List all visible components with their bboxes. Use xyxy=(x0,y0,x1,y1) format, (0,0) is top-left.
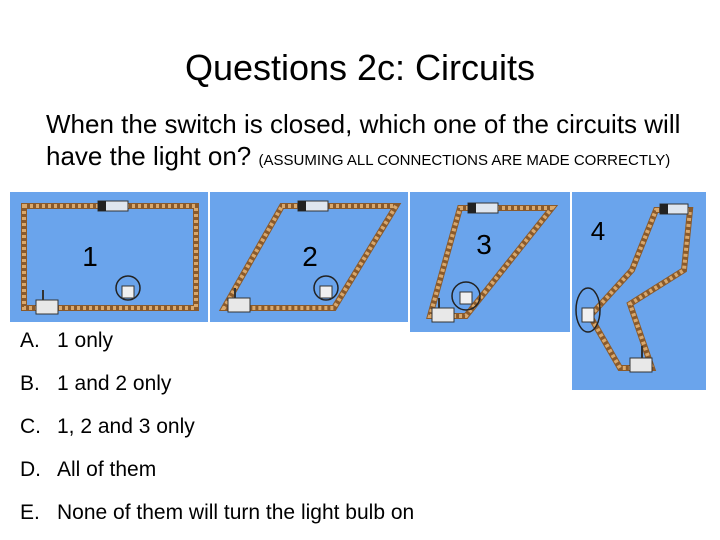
answer-a[interactable]: A. 1 only xyxy=(20,328,113,354)
answer-c[interactable]: C. 1, 2 and 3 only xyxy=(20,414,195,440)
circuit-1-label: 1 xyxy=(82,241,98,272)
question-note: (ASSUMING ALL CONNECTIONS ARE MADE CORRE… xyxy=(258,152,671,169)
answer-e-letter: E. xyxy=(20,501,40,524)
answer-c-text: 1, 2 and 3 only xyxy=(57,415,195,438)
answer-a-letter: A. xyxy=(20,329,40,352)
circuit-3-panel: 3 xyxy=(410,192,570,332)
circuit-4-panel: 4 xyxy=(572,192,706,390)
answer-e-text: None of them will turn the light bulb on xyxy=(57,501,415,524)
circuit-4-battery-icon xyxy=(629,346,653,373)
circuit-1-bulb-icon xyxy=(115,275,141,301)
circuit-2-panel: 2 xyxy=(210,192,408,322)
circuit-3-battery-icon xyxy=(431,298,455,323)
answer-d-letter: D. xyxy=(20,458,41,481)
circuit-1-diagram: 1 xyxy=(10,192,208,322)
circuit-2-label: 2 xyxy=(302,241,318,272)
circuit-4-bulb-icon xyxy=(575,287,601,333)
answer-c-letter: C. xyxy=(20,415,41,438)
answer-d-text: All of them xyxy=(57,458,157,481)
answer-b-text: 1 and 2 only xyxy=(57,372,172,395)
circuit-1-panel: 1 xyxy=(10,192,208,322)
answer-b[interactable]: B. 1 and 2 only xyxy=(20,371,171,397)
circuit-3-label: 3 xyxy=(476,229,492,260)
circuit-3-bulb-icon xyxy=(451,281,481,311)
circuit-2-diagram: 2 xyxy=(210,192,408,322)
slide-title: Questions 2c: Circuits xyxy=(184,47,536,88)
circuit-2-battery-icon xyxy=(227,288,251,313)
answer-e[interactable]: E. None of them will turn the light bulb … xyxy=(20,500,414,526)
circuit-2-bulb-icon xyxy=(313,275,339,301)
answer-b-letter: B. xyxy=(20,372,40,395)
circuit-4-label: 4 xyxy=(591,216,605,246)
circuit-3-diagram: 3 xyxy=(410,192,570,332)
circuit-4-diagram: 4 xyxy=(572,192,706,390)
circuit-1-battery-icon xyxy=(35,290,59,315)
question-text: When the switch is closed, which one of … xyxy=(46,108,706,177)
answer-a-text: 1 only xyxy=(57,329,114,352)
question-main: When the switch is closed, which one of … xyxy=(46,109,681,171)
answer-d[interactable]: D. All of them xyxy=(20,457,156,483)
